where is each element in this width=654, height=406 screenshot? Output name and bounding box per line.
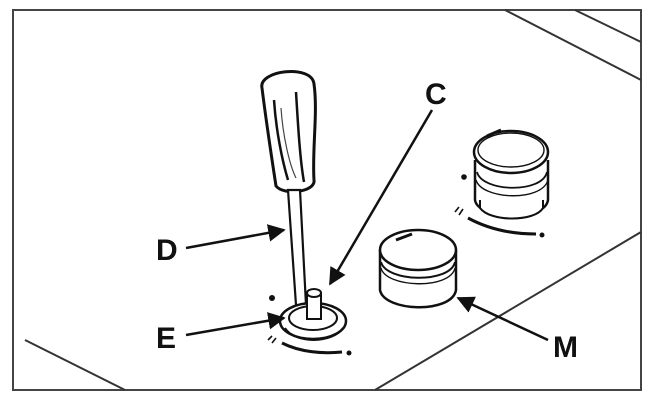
knob-m xyxy=(378,228,458,309)
screwdriver xyxy=(260,70,317,314)
leader-c xyxy=(328,109,434,286)
upper-knob xyxy=(454,128,550,238)
leader-arrows xyxy=(185,109,549,342)
label-m: M xyxy=(553,331,578,364)
label-e: E xyxy=(156,322,176,355)
label-d: D xyxy=(156,234,178,267)
panel-edges xyxy=(24,9,642,391)
leader-e xyxy=(185,312,286,337)
leader-m xyxy=(456,296,549,342)
label-c: C xyxy=(425,78,447,111)
leader-d xyxy=(185,224,286,250)
